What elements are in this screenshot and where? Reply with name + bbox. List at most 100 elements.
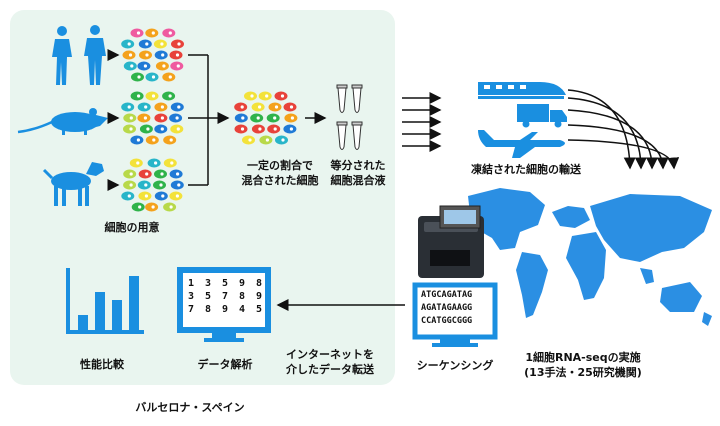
cell-nucleus [162, 64, 166, 68]
data-cell: 4 [238, 304, 245, 315]
world-map [468, 188, 712, 326]
aliquoted-label: 等分された 細胞混合液 [330, 159, 386, 187]
prep-arrows [107, 49, 120, 191]
cell-cluster-rat [121, 91, 184, 145]
mixed-cells-label: 一定の割合で 混合された細胞 [241, 159, 319, 187]
cell-nucleus [177, 42, 181, 46]
cell-nucleus [146, 127, 150, 131]
analysis-label: データ解析 [197, 358, 253, 371]
data-cell: 9 [221, 304, 228, 315]
cell-nucleus [280, 94, 285, 98]
data-cell: 5 [204, 291, 212, 302]
sequence-line: ATGCAGATAG [421, 290, 473, 300]
cell-nucleus [128, 53, 133, 57]
cell-nucleus [145, 53, 149, 57]
cell-nucleus [265, 94, 269, 98]
cell-nucleus [169, 138, 173, 142]
location-label: バルセロナ・スペイン [135, 401, 245, 414]
cell-nucleus [160, 116, 164, 120]
sequence-text: ATGCAGATAG AGATAGAAGG CCATGGCGGG [421, 289, 495, 333]
cell-nucleus [176, 127, 180, 131]
cell-nucleus [136, 31, 141, 35]
cell-cluster-mixed [234, 91, 298, 145]
data-row: 7 8 9 4 5 [188, 303, 262, 316]
cell-nucleus [175, 116, 179, 120]
cell-nucleus [136, 161, 140, 165]
data-cell: 5 [255, 304, 262, 315]
cell-nucleus [151, 205, 155, 209]
cell-nucleus [151, 31, 155, 35]
train-icon [478, 82, 566, 99]
rnaseq-label: 1細胞RNA-seqの実施 (13手法・25研究機関) [524, 351, 642, 379]
sequence-screen [412, 282, 498, 347]
cell-nucleus [160, 172, 164, 176]
cell-nucleus [169, 205, 173, 209]
cell-nucleus [256, 116, 260, 120]
cell-nucleus [290, 116, 294, 120]
cell-nucleus [129, 127, 133, 131]
cell-nucleus [143, 64, 147, 68]
human-icon [52, 25, 106, 85]
data-cell: 3 [188, 291, 195, 302]
merge-bracket [188, 54, 327, 186]
cell-nucleus [289, 127, 293, 131]
data-cell: 5 [221, 278, 228, 289]
cell-nucleus [273, 127, 277, 131]
cell-nucleus [129, 172, 133, 176]
cell-nucleus [145, 42, 149, 46]
data-cell: 7 [221, 291, 228, 302]
data-row: 1 3 5 9 8 [188, 277, 262, 290]
cell-nucleus [144, 194, 148, 198]
data-row: 3 5 7 8 9 [188, 290, 262, 303]
tube-icon [336, 84, 363, 150]
data-cell: 8 [238, 291, 245, 302]
cell-nucleus [175, 194, 179, 198]
cell-nucleus [127, 105, 131, 109]
data-cell: 9 [238, 278, 245, 289]
cell-nucleus [168, 75, 172, 79]
cell-nucleus [159, 183, 163, 187]
cell-nucleus [145, 172, 149, 176]
cell-nucleus [176, 172, 180, 176]
data-cell: 1 [188, 278, 195, 289]
cell-cluster-dog [121, 158, 184, 212]
cell-nucleus [143, 116, 147, 120]
sequence-line: CCATGGCGGG [421, 316, 473, 326]
data-cell: 8 [255, 278, 262, 289]
cell-nucleus [241, 116, 245, 120]
benchmark-label: 性能比較 [80, 358, 124, 371]
cell-nucleus [137, 94, 141, 98]
cell-nucleus [258, 105, 262, 109]
cell-nucleus [265, 138, 269, 142]
transfer-label: インターネットを 介したデータ転送 [286, 348, 374, 376]
bar-chart-icon [66, 268, 144, 334]
cell-nucleus [177, 183, 181, 187]
cell-nucleus [258, 127, 262, 131]
cell-cluster-human [121, 28, 184, 82]
cell-nucleus [152, 138, 156, 142]
cell-nucleus [160, 42, 164, 46]
cell-nucleus [144, 105, 148, 109]
cell-nucleus [129, 183, 133, 187]
transport-arrows [402, 92, 442, 152]
airplane-icon [478, 130, 565, 158]
cell-nucleus [137, 75, 141, 79]
cell-nucleus [168, 31, 172, 35]
data-cell: 7 [188, 304, 195, 315]
cell-prep-label: 細胞の用意 [104, 221, 160, 234]
sequencer-icon [418, 205, 484, 278]
cell-nucleus [177, 105, 181, 109]
cell-nucleus [136, 138, 140, 142]
sequence-line: AGATAGAAGG [421, 303, 473, 313]
cell-nucleus [250, 94, 254, 98]
cell-nucleus [240, 105, 244, 109]
rat-icon [17, 108, 108, 135]
cell-nucleus [161, 194, 165, 198]
data-table: 1 3 5 9 8 3 5 7 8 9 7 8 9 4 5 [188, 277, 262, 316]
cell-nucleus [289, 105, 294, 109]
cell-nucleus [127, 42, 131, 46]
cell-nucleus [248, 138, 252, 142]
cell-nucleus [281, 138, 285, 142]
dog-icon [42, 162, 104, 206]
